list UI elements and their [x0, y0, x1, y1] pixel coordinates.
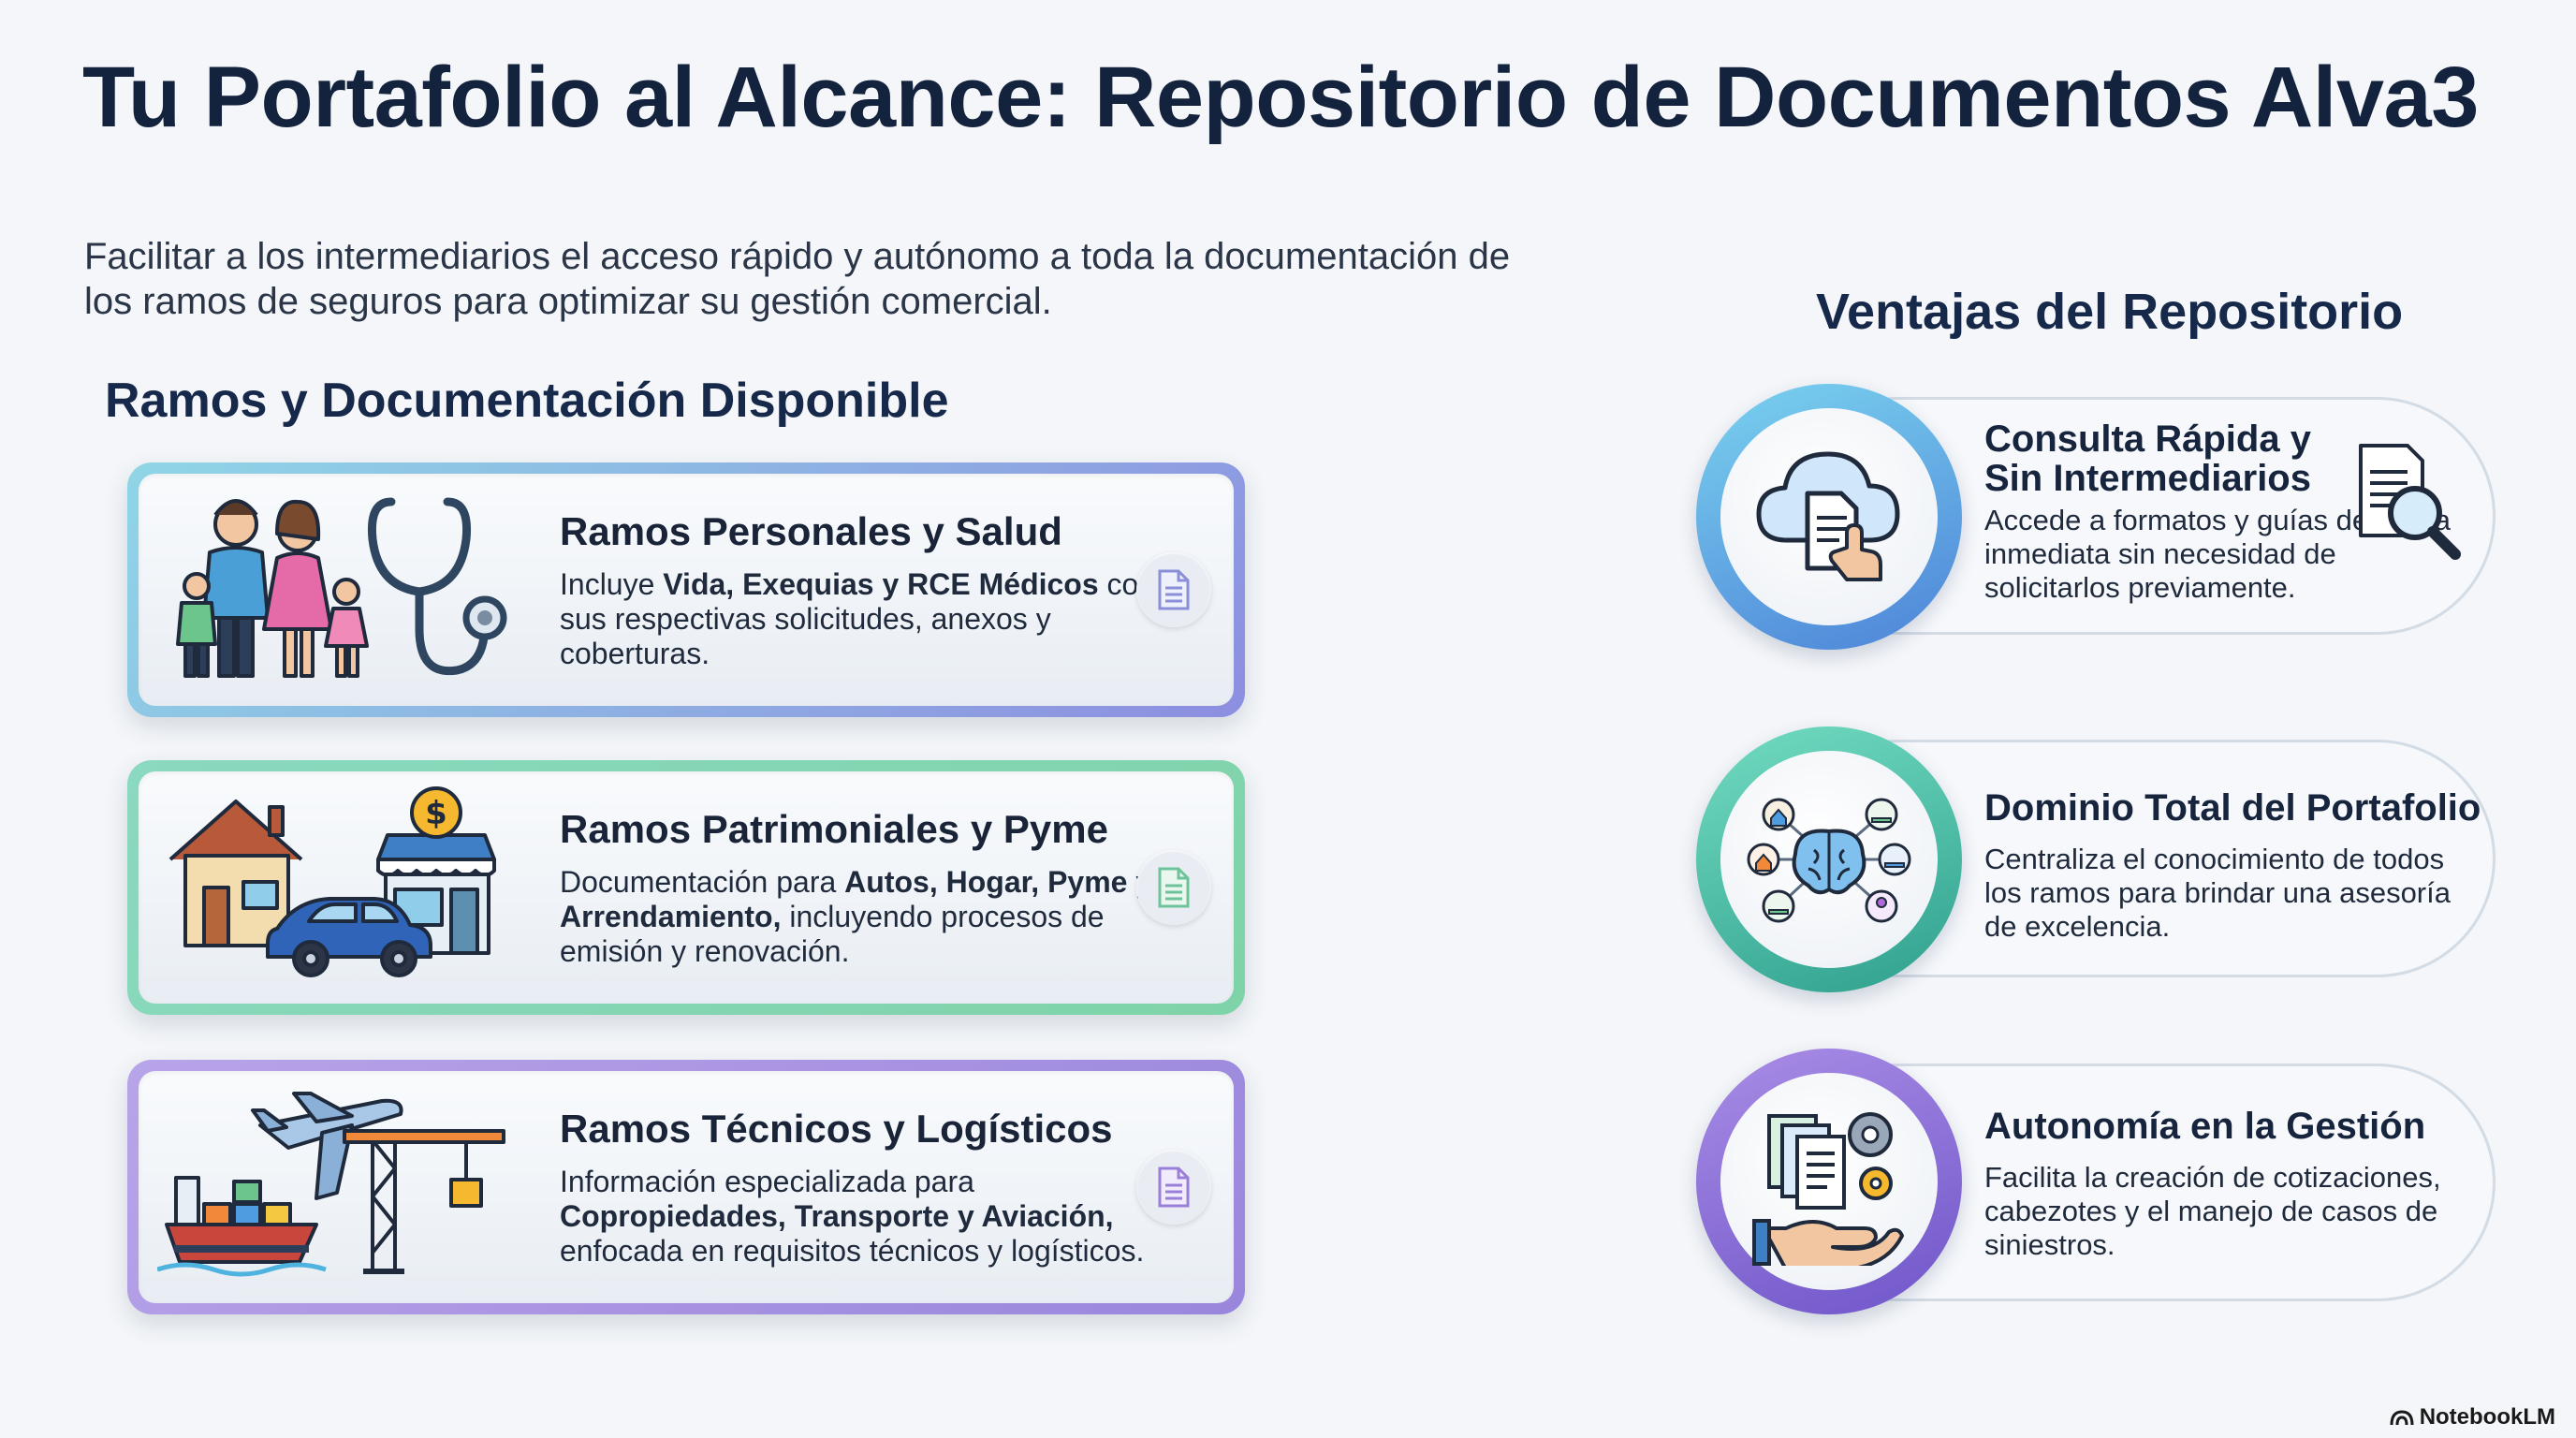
ventaja-title: Autonomía en la Gestión — [1984, 1106, 2426, 1147]
documents-gears-hand-icon — [1752, 1112, 1904, 1266]
document-icon — [1158, 1167, 1190, 1208]
document-icon — [1158, 569, 1190, 610]
brain-network-icon — [1747, 798, 1911, 923]
ventaja-badge-3 — [1696, 1049, 1962, 1314]
ventaja-badge-2 — [1696, 726, 1962, 992]
family-stethoscope-icon — [176, 497, 507, 678]
ventaja-description: Facilita la creación de cotizaciones, ca… — [1984, 1161, 2441, 1261]
document-magnifier-icon — [2359, 444, 2461, 560]
page-title: Tu Portafolio al Alcance: Repositorio de… — [82, 50, 2479, 145]
page-subtitle: Facilitar a los intermediarios el acceso… — [84, 236, 1511, 322]
card-ramos-personales[interactable]: Ramos Personales y Salud Incluye Vida, E… — [127, 462, 1245, 717]
card-title: Ramos Patrimoniales y Pyme — [560, 807, 1108, 851]
notebooklm-brand: NotebookLM — [2390, 1404, 2555, 1431]
document-button[interactable] — [1136, 552, 1211, 627]
card-title: Ramos Personales y Salud — [560, 509, 1062, 553]
svg-text:$: $ — [425, 795, 447, 832]
card-description: Incluye Vida, Exequias y RCE Médicos con… — [560, 567, 1156, 670]
ventaja-title: Consulta Rápida y Sin Intermediarios — [1984, 418, 2311, 499]
brand-label: NotebookLM — [2419, 1404, 2555, 1430]
card-title: Ramos Técnicos y Logísticos — [560, 1107, 1113, 1151]
document-button[interactable] — [1136, 1150, 1211, 1225]
card-description: Información especializada para Copropied… — [560, 1165, 1145, 1268]
card-ramos-tecnicos[interactable]: Ramos Técnicos y Logísticos Información … — [127, 1060, 1245, 1314]
card-description: Documentación para Autos, Hogar, Pyme y … — [560, 865, 1153, 968]
cloud-document-icon — [1756, 451, 1900, 581]
ventaja-description: Centraliza el conocimiento de todos los … — [1984, 843, 2451, 943]
document-icon — [1158, 867, 1190, 908]
ventaja-badge-1 — [1696, 384, 1962, 650]
document-button[interactable] — [1136, 850, 1211, 925]
notebooklm-logo-icon — [2390, 1410, 2414, 1426]
plane-ship-crane-icon — [157, 1092, 505, 1277]
house-car-store-icon: $ — [168, 786, 496, 977]
ventajas-heading: Ventajas del Repositorio — [1816, 284, 2404, 340]
ventaja-title: Dominio Total del Portafolio — [1984, 787, 2481, 829]
card-ramos-patrimoniales[interactable]: $ Ramos Patrimoniales y Pyme Documentaci… — [127, 760, 1245, 1015]
ramos-heading: Ramos y Documentación Disponible — [105, 374, 949, 428]
